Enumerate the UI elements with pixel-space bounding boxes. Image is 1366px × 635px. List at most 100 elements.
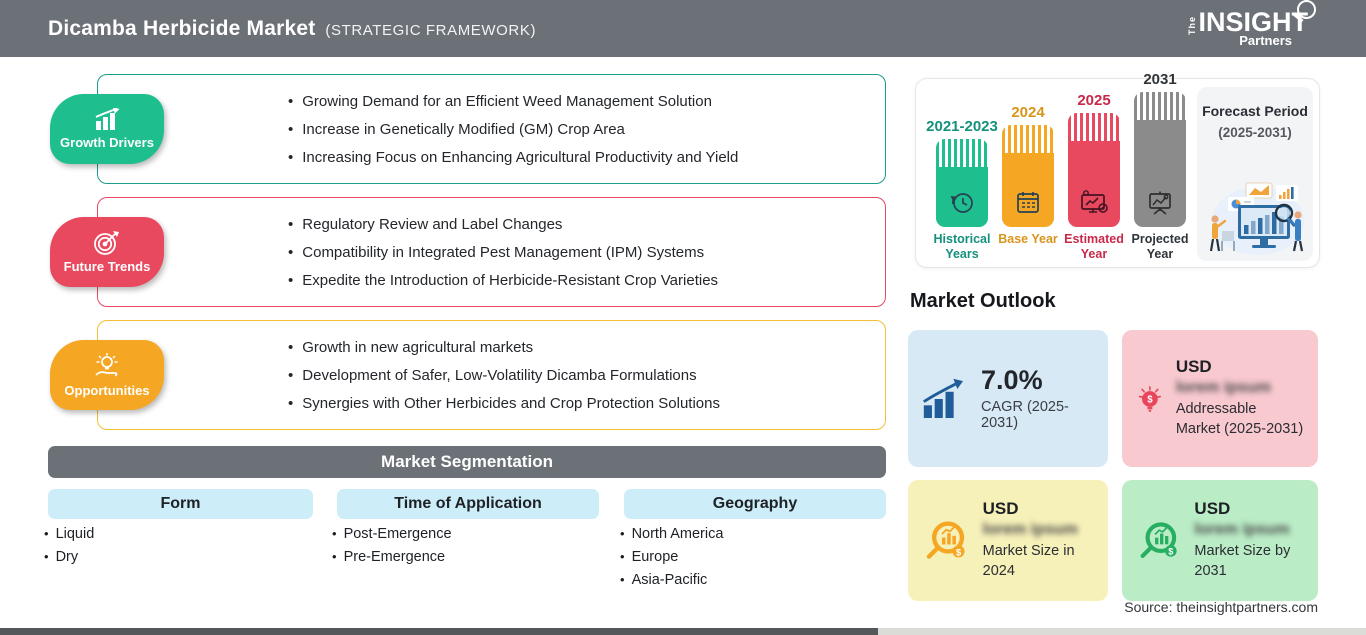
magnifier-chart-icon: $ <box>926 520 965 559</box>
list-item: •North America <box>620 526 723 542</box>
blurred-value: lorem ipsum <box>1175 379 1271 397</box>
cagr-value: 7.0% <box>981 365 1043 396</box>
card-text: USD lorem ipsum Market Size by 2031 <box>1194 499 1304 581</box>
list-item: • Increase in Genetically Modified (GM) C… <box>288 121 738 138</box>
card-text: USD lorem ipsum Market Size in 2024 <box>983 499 1094 581</box>
bullet-dot: • <box>288 120 294 138</box>
logo-main: INSIGHT Partners <box>1198 7 1308 49</box>
bullet-text: Increasing Focus on Enhancing Agricultur… <box>302 148 739 166</box>
growth-drivers-list: •Growing Demand for an Efficient Weed Ma… <box>288 75 738 183</box>
future-trends-badge: Future Trends <box>50 217 164 287</box>
bullet-dot: • <box>288 215 294 233</box>
bullet-dot: • <box>620 572 625 587</box>
timeline-caption: Historical Years <box>933 232 991 261</box>
bullet-dot: • <box>288 394 294 412</box>
list-item: • Liquid <box>44 526 94 542</box>
market-segmentation-header: Market Segmentation <box>48 446 886 478</box>
bullet-dot: • <box>44 526 49 541</box>
bullet-dot: • <box>288 243 294 261</box>
page-subtitle: (STRATEGIC FRAMEWORK) <box>325 21 537 39</box>
growth-drivers-badge: Growth Drivers <box>50 94 164 164</box>
bullet-text: Growth in new agricultural markets <box>302 338 534 356</box>
list-item: • Development of Safer, Low-Volatility Di… <box>288 367 720 384</box>
list-item: • Growth in new agricultural markets <box>288 339 720 356</box>
card-text: USD lorem ipsum Addressable Market (2025… <box>1176 357 1304 439</box>
timeline-bar-historical: 2021-2023 Historical Years <box>926 118 998 261</box>
segment-header-time-of-application: Time of Application <box>337 489 599 519</box>
list-item: •Growing Demand for an Efficient Weed Ma… <box>288 93 738 110</box>
timeline-caption: Projected Year <box>1131 232 1189 261</box>
bullet-dot: • <box>332 549 337 564</box>
list-item: •Europe <box>620 549 723 565</box>
forecast-period-label: Forecast Period <box>1202 103 1308 119</box>
bullet-dot: • <box>620 526 625 541</box>
source-text: Source: theinsightpartners.com <box>1124 599 1318 615</box>
timeline-year: 2021-2023 <box>926 118 998 135</box>
segment-item: Dry <box>55 549 79 565</box>
bulb-dollar-icon: $ <box>1138 385 1161 412</box>
bar-solid <box>936 167 988 227</box>
segment-list-form: • Liquid • Dry <box>44 526 94 565</box>
bullet-dot: • <box>44 549 49 564</box>
forecast-period-box: Forecast Period (2025-2031) <box>1197 87 1313 261</box>
market-size-2031-card: $ USD lorem ipsum Market Size by 2031 <box>1122 480 1318 601</box>
addressable-market-card: $ USD lorem ipsum Addressable Market (20… <box>1122 330 1318 467</box>
market-outlook-title: Market Outlook <box>910 290 1056 312</box>
timeline-bar-estimated: 2025 Estimated Year <box>1064 92 1124 261</box>
header-titles: Dicamba Herbicide Market (STRATEGIC FRAM… <box>48 17 536 41</box>
opportunities-list: • Growth in new agricultural markets • Dev… <box>288 321 720 429</box>
bar-stripes <box>1134 92 1186 120</box>
list-item: • Regulatory Review and Label Changes <box>288 216 718 233</box>
bullet-dot: • <box>332 526 337 541</box>
header-bar: Dicamba Herbicide Market (STRATEGIC FRAM… <box>0 0 1366 57</box>
bullet-text: Development of Safer, Low-Volatility Dic… <box>302 366 697 384</box>
card-label: Addressable Market (2025-2031) <box>1175 401 1304 437</box>
bullet-dot: • <box>288 271 294 289</box>
bar-stripes <box>1068 113 1120 141</box>
list-item: • Expedite the Introduction of Herbicide-… <box>288 272 718 289</box>
bullet-dot: • <box>288 148 294 166</box>
bullet-text: Synergies with Other Herbicides and Crop… <box>302 394 720 412</box>
bullet-dot: • <box>288 338 294 356</box>
segment-item: Pre-Emergence <box>343 549 446 565</box>
cagr-label: CAGR (2025-2031) <box>981 398 1069 431</box>
list-item: • Dry <box>44 549 94 565</box>
growth-chart-icon <box>923 378 964 418</box>
segment-item: Liquid <box>55 526 95 542</box>
presentation-icon <box>1149 191 1171 215</box>
cagr-card: 7.0% CAGR (2025-2031) <box>908 330 1108 467</box>
bullet-dot: • <box>620 549 625 564</box>
bullet-dot: • <box>288 366 294 384</box>
currency-label: USD <box>1194 499 1231 519</box>
timeline-bar-base: 2024 Base Year <box>998 104 1058 246</box>
card-label: Market Size in 2024 <box>982 543 1075 579</box>
monitor-gear-icon <box>1081 190 1108 213</box>
forecast-period-range: (2025-2031) <box>1218 124 1292 140</box>
target-icon <box>94 231 119 255</box>
list-item: •Post-Emergence <box>332 526 452 542</box>
magnifier-chart-icon: $ <box>1140 521 1177 558</box>
badge-label: Future Trends <box>63 259 151 274</box>
svg-text:$: $ <box>1147 394 1153 405</box>
bar-chart-up-icon <box>95 108 120 130</box>
clock-history-icon <box>950 193 973 213</box>
opportunities-section: • Growth in new agricultural markets • Dev… <box>97 320 886 430</box>
segment-list-geography: •North America •Europe •Asia-Pacific <box>620 526 723 588</box>
logo-insight-text: INSIGHT <box>1198 7 1308 37</box>
currency-label: USD <box>982 499 1019 519</box>
timeline-year: 2031 <box>1143 71 1177 88</box>
badge-label: Opportunities <box>64 382 150 398</box>
bar-solid <box>1002 153 1054 227</box>
market-size-2024-card: $ USD lorem ipsum Market Size in 2024 <box>908 480 1108 601</box>
bullet-text: Expedite the Introduction of Herbicide-R… <box>302 271 719 289</box>
timeline-bar <box>936 139 988 227</box>
future-trends-list: •Regulatory Review and Label Changes •Co… <box>288 198 718 306</box>
segment-list-time-of-application: •Post-Emergence • Pre-Emergence <box>332 526 452 565</box>
calendar-icon <box>1017 192 1039 213</box>
bulb-hand-icon <box>95 352 118 376</box>
bullet-text: Increase in Genetically Modified (GM) Cr… <box>302 120 625 138</box>
footer-bar-dark <box>0 628 878 635</box>
bullet-text: Regulatory Review and Label Changes <box>302 215 563 233</box>
blurred-value: lorem ipsum <box>982 521 1078 539</box>
bullet-dot: • <box>288 92 294 110</box>
